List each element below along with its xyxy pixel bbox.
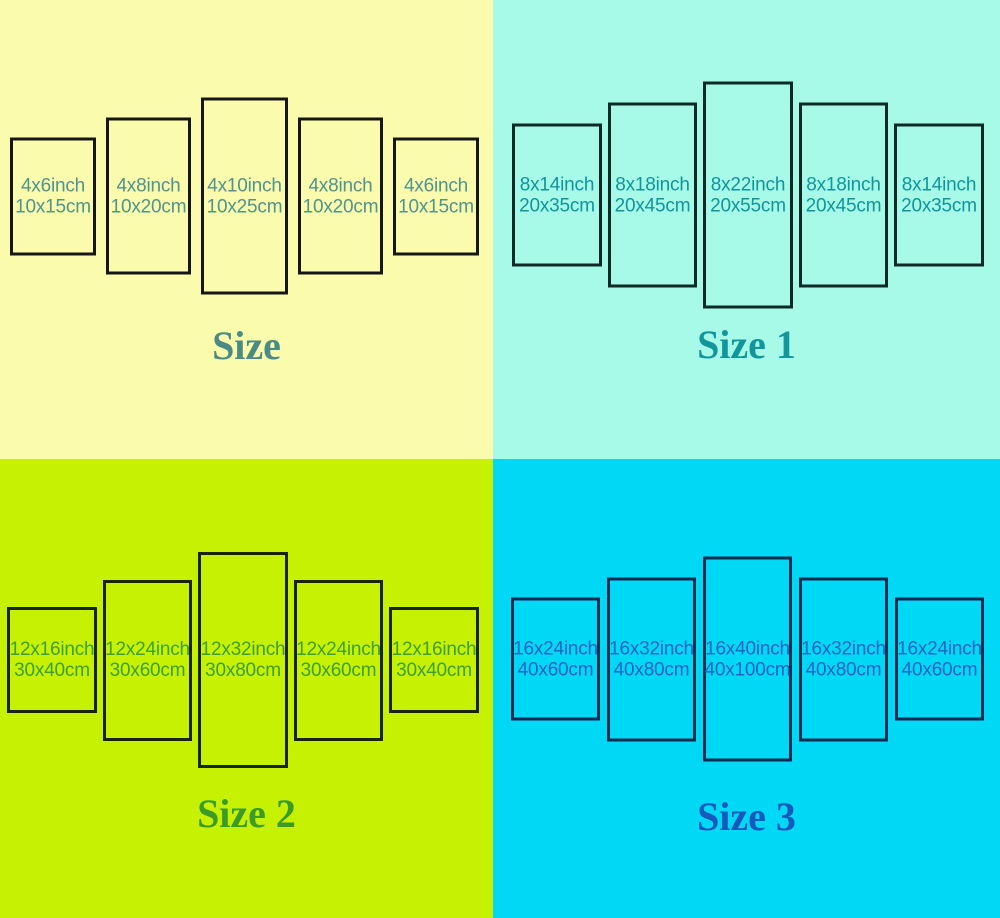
panel-size-label: 4x10inch 10x25cm	[207, 175, 283, 217]
panel-size-label: 16x32inch 40x80cm	[609, 638, 694, 680]
panel-size-cm: 40x80cm	[805, 659, 882, 680]
panel-size-inch: 8x22inch	[710, 174, 786, 195]
panel-size-cm: 20x55cm	[710, 195, 786, 216]
panel-size-label: 4x8inch 10x20cm	[111, 175, 187, 217]
panel-size-cm: 10x15cm	[398, 196, 474, 217]
canvas-panel: 4x6inch 10x15cm	[393, 137, 479, 255]
panel-size-cm: 10x20cm	[110, 196, 187, 217]
canvas-panel: 12x16inch 30x40cm	[7, 607, 97, 713]
panel-size-cm: 10x15cm	[15, 196, 91, 217]
canvas-panel: 12x32inch 30x80cm	[198, 552, 288, 768]
panel-size-label: 8x22inch 20x55cm	[710, 174, 786, 216]
panel-row: 8x14inch 20x35cm 8x18inch 20x45cm 8x22in…	[496, 81, 1000, 309]
panel-size-label: 12x32inch 30x80cm	[201, 639, 286, 681]
panel-size-inch: 16x32inch	[609, 638, 694, 659]
canvas-panel: 12x24inch 30x60cm	[294, 579, 383, 741]
canvas-panel: 12x24inch 30x60cm	[103, 579, 192, 741]
panel-size-inch: 4x6inch	[20, 175, 86, 196]
panel-size-cm: 20x35cm	[519, 195, 595, 216]
panel-size-cm: 40x100cm	[704, 659, 791, 680]
quadrant-size: 4x6inch 10x15cm 4x8inch 10x20cm 4x10inch…	[0, 0, 493, 459]
panel-size-inch: 4x10inch	[207, 175, 282, 196]
panel-size-inch: 12x32inch	[200, 639, 286, 660]
panel-size-label: 16x40inch 40x100cm	[704, 638, 790, 680]
canvas-panel: 4x8inch 10x20cm	[298, 117, 383, 275]
quadrant-size-3: 16x24inch 40x60cm 16x32inch 40x80cm 16x4…	[493, 459, 1000, 918]
panel-size-inch: 4x8inch	[116, 175, 181, 196]
panel-size-inch: 12x24inch	[105, 639, 190, 660]
panel-size-label: 8x14inch 20x35cm	[901, 174, 977, 216]
panel-size-cm: 40x60cm	[901, 659, 978, 680]
panel-size-inch: 12x16inch	[9, 639, 95, 660]
panel-size-inch: 8x14inch	[519, 174, 595, 195]
panel-size-label: 12x16inch 30x40cm	[10, 639, 95, 681]
panel-size-inch: 8x18inch	[806, 174, 881, 195]
canvas-panel: 4x10inch 10x25cm	[201, 97, 288, 295]
panel-size-cm: 30x40cm	[396, 660, 472, 681]
panel-size-cm: 10x25cm	[206, 196, 283, 217]
canvas-panel: 16x32inch 40x80cm	[799, 577, 888, 741]
panel-size-label: 4x6inch 10x15cm	[15, 175, 91, 217]
quadrant-title: Size 1	[697, 322, 796, 367]
canvas-panel: 4x8inch 10x20cm	[106, 117, 191, 275]
canvas-panel: 16x24inch 40x60cm	[511, 597, 600, 721]
panel-size-label: 8x18inch 20x45cm	[615, 174, 691, 216]
panel-size-inch: 16x24inch	[513, 638, 598, 659]
panel-size-inch: 8x14inch	[901, 174, 977, 195]
panel-size-cm: 20x45cm	[614, 195, 691, 216]
panel-size-label: 16x24inch 40x60cm	[513, 638, 598, 680]
panel-size-cm: 10x20cm	[302, 196, 379, 217]
panel-row: 16x24inch 40x60cm 16x32inch 40x80cm 16x4…	[495, 556, 1000, 762]
panel-size-label: 4x8inch 10x20cm	[303, 175, 379, 217]
panel-size-inch: 12x24inch	[296, 639, 381, 660]
panel-size-inch: 12x16inch	[391, 639, 477, 660]
panel-size-inch: 16x32inch	[801, 638, 886, 659]
panel-size-cm: 30x80cm	[205, 660, 281, 681]
quadrant-title: Size	[212, 323, 281, 368]
canvas-panel: 16x32inch 40x80cm	[607, 577, 696, 741]
panel-size-cm: 40x80cm	[613, 659, 690, 680]
canvas-panel: 4x6inch 10x15cm	[10, 137, 96, 255]
panel-size-cm: 30x60cm	[300, 660, 377, 681]
panel-size-label: 12x16inch 30x40cm	[392, 639, 477, 681]
panel-row: 12x16inch 30x40cm 12x24inch 30x60cm 12x3…	[0, 552, 493, 768]
panel-size-cm: 40x60cm	[517, 659, 594, 680]
quadrant-size-1: 8x14inch 20x35cm 8x18inch 20x45cm 8x22in…	[493, 0, 1000, 459]
panel-size-cm: 30x40cm	[14, 660, 90, 681]
panel-size-label: 16x24inch 40x60cm	[897, 638, 982, 680]
panel-size-label: 16x32inch 40x80cm	[801, 638, 886, 680]
panel-size-label: 4x6inch 10x15cm	[398, 175, 474, 217]
panel-size-inch: 4x6inch	[403, 175, 469, 196]
canvas-panel: 8x18inch 20x45cm	[799, 102, 888, 288]
panel-size-label: 12x24inch 30x60cm	[296, 639, 381, 681]
panel-size-inch: 16x40inch	[705, 638, 790, 659]
panel-size-inch: 4x8inch	[308, 175, 373, 196]
quadrant-size-2: 12x16inch 30x40cm 12x24inch 30x60cm 12x3…	[0, 459, 493, 918]
panel-size-cm: 20x35cm	[901, 195, 977, 216]
panel-row: 4x6inch 10x15cm 4x8inch 10x20cm 4x10inch…	[0, 97, 493, 295]
quadrant-title: Size 3	[697, 794, 796, 839]
canvas-panel: 8x14inch 20x35cm	[512, 123, 602, 267]
quadrant-title: Size 2	[197, 791, 296, 836]
canvas-panel: 8x14inch 20x35cm	[894, 123, 984, 267]
canvas-panel: 16x24inch 40x60cm	[895, 597, 984, 721]
panel-size-cm: 20x45cm	[805, 195, 882, 216]
panel-size-label: 8x14inch 20x35cm	[519, 174, 595, 216]
canvas-panel: 16x40inch 40x100cm	[703, 556, 792, 762]
canvas-panel: 12x16inch 30x40cm	[389, 607, 479, 713]
panel-size-label: 12x24inch 30x60cm	[105, 639, 190, 681]
canvas-panel: 8x18inch 20x45cm	[608, 102, 697, 288]
panel-size-cm: 30x60cm	[109, 660, 186, 681]
panel-size-label: 8x18inch 20x45cm	[806, 174, 882, 216]
canvas-panel: 8x22inch 20x55cm	[703, 81, 793, 309]
panel-size-inch: 16x24inch	[897, 638, 982, 659]
panel-size-inch: 8x18inch	[615, 174, 690, 195]
